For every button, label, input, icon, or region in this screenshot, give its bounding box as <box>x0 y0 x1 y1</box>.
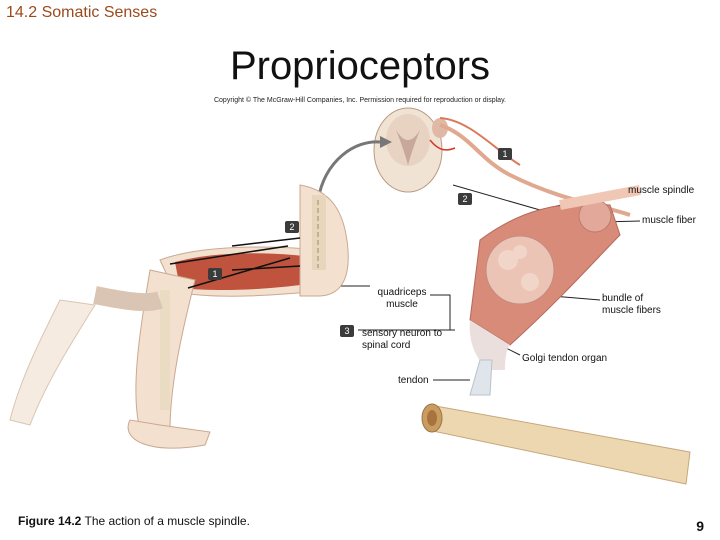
spinal-cord <box>373 107 631 217</box>
label-muscle-spindle: muscle spindle <box>628 185 695 196</box>
label-quadriceps-muscle: quadriceps muscle <box>377 287 427 310</box>
label-sensory-neuron: sensory neuron to spinal cord <box>362 328 443 351</box>
step-badge-spinal-1: 1 <box>498 148 512 160</box>
leg <box>9 246 331 449</box>
step-badge-leg-1: 1 <box>208 268 222 280</box>
step-badge-leg-2: 2 <box>285 221 299 233</box>
figure-caption: Figure 14.2 The action of a muscle spind… <box>18 514 250 528</box>
label-golgi-tendon-organ: Golgi tendon organ <box>522 353 608 364</box>
figure-number: Figure 14.2 <box>18 514 82 528</box>
section-title: 14.2 Somatic Senses <box>6 4 158 21</box>
signal-arrow <box>316 140 381 201</box>
label-muscle-fiber: muscle fiber <box>642 215 696 226</box>
muscle-detail <box>469 185 641 396</box>
label-tendon: tendon <box>398 375 429 386</box>
slide-title: Proprioceptors <box>229 44 491 88</box>
torso <box>299 184 349 297</box>
figure-caption-text: The action of a muscle spindle. <box>84 514 250 528</box>
step-badge-neuron-3: 3 <box>340 325 354 337</box>
movement-arrows <box>169 237 301 289</box>
copyright-notice: Copyright © The McGraw-Hill Companies, I… <box>213 97 506 104</box>
step-badge-spinal-2: 2 <box>458 193 472 205</box>
page-number: 9 <box>696 518 704 534</box>
bone <box>421 403 691 485</box>
label-bundle-of-muscle-fibers: bundle of muscle fibers <box>602 293 661 316</box>
